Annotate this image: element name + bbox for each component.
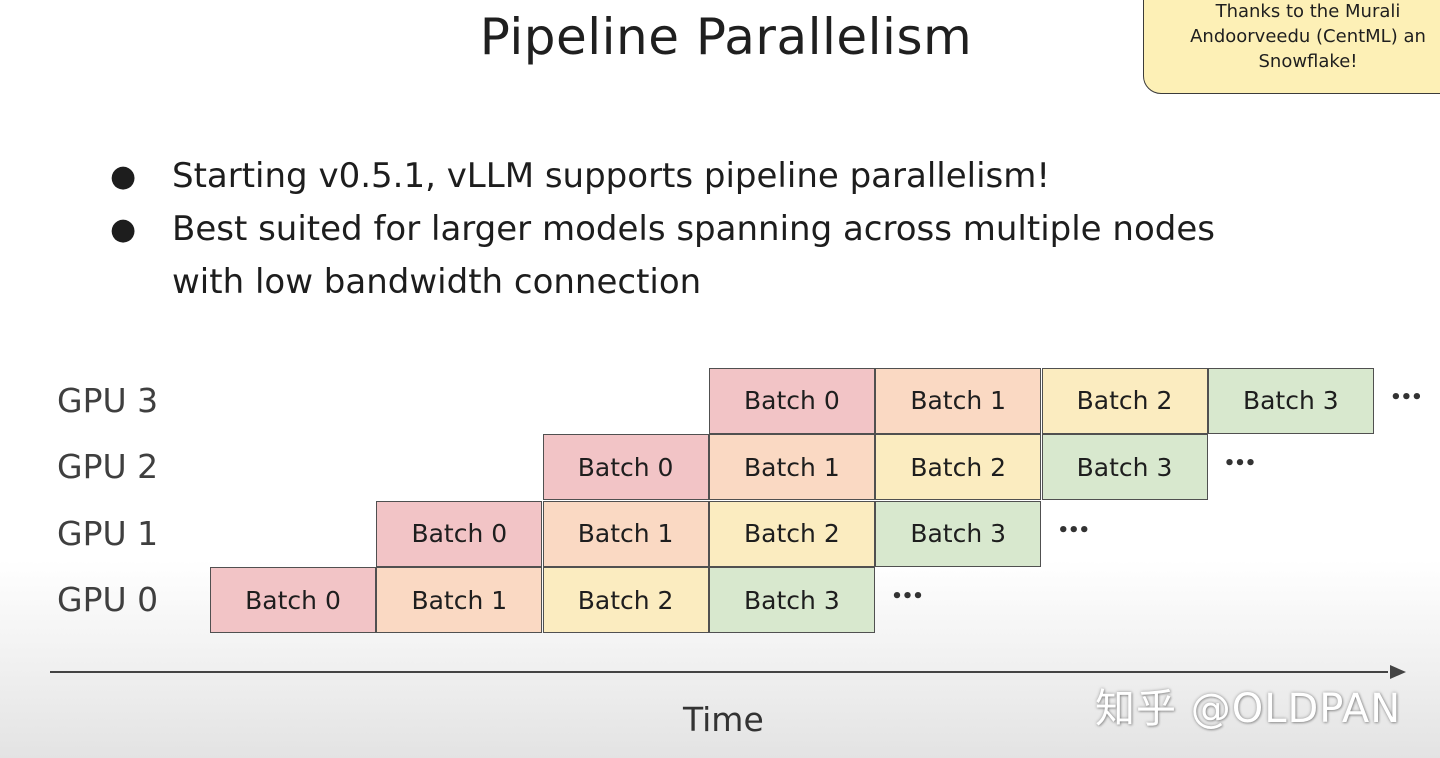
batch-cell: Batch 0 xyxy=(708,367,875,434)
batch-cell: Batch 0 xyxy=(376,500,543,567)
note-line: Snowflake! xyxy=(1258,51,1358,72)
bullet-text-line: with low bandwidth connection xyxy=(172,262,702,302)
bullet-list: ● Starting v0.5.1, vLLM supports pipelin… xyxy=(110,150,1215,309)
time-axis-arrow xyxy=(50,665,1406,679)
batch-cell: Batch 1 xyxy=(875,367,1042,434)
batch-cell: Batch 3 xyxy=(1041,434,1208,500)
continuation-ellipsis: ••• xyxy=(1390,386,1423,408)
batch-cell: Batch 0 xyxy=(210,567,376,633)
batch-cell: Batch 3 xyxy=(708,567,875,633)
watermark: 知乎 @OLDPAN xyxy=(1095,686,1402,732)
batch-cell: Batch 2 xyxy=(708,500,875,567)
slide-title: Pipeline Parallelism xyxy=(479,8,973,66)
gpu-label: GPU 1 xyxy=(57,513,159,553)
batch-cell: Batch 2 xyxy=(875,434,1042,500)
gpu-label: GPU 2 xyxy=(57,447,159,487)
note-line: Andoorveedu (CentML) an xyxy=(1190,26,1426,47)
bullet-item: ● Best suited for larger models spanning… xyxy=(110,203,1215,309)
continuation-ellipsis: ••• xyxy=(891,586,924,608)
note-line: Thanks to the Murali xyxy=(1215,1,1401,22)
gpu-label: GPU 3 xyxy=(57,380,159,420)
batch-cell: Batch 3 xyxy=(1207,367,1374,434)
batch-cell: Batch 0 xyxy=(542,434,709,500)
bullet-dot: ● xyxy=(110,212,137,247)
time-axis-label: Time xyxy=(683,700,764,739)
batch-cell: Batch 2 xyxy=(1041,367,1208,434)
bullet-text-line: Starting v0.5.1, vLLM supports pipeline … xyxy=(172,156,1050,196)
batch-cell: Batch 1 xyxy=(376,567,543,633)
batch-cell: Batch 2 xyxy=(542,567,709,633)
bullet-dot: ● xyxy=(110,159,137,194)
bullet-item: ● Starting v0.5.1, vLLM supports pipelin… xyxy=(110,150,1215,203)
continuation-ellipsis: ••• xyxy=(1057,519,1091,541)
batch-cell: Batch 1 xyxy=(542,500,709,567)
batch-cell: Batch 3 xyxy=(875,500,1042,567)
bullet-text-line: Best suited for larger models spanning a… xyxy=(172,209,1215,249)
thanks-note: Thanks to the Murali Andoorveedu (CentML… xyxy=(1143,0,1440,94)
batch-cell: Batch 1 xyxy=(708,434,875,500)
gpu-label: GPU 0 xyxy=(57,580,159,620)
continuation-ellipsis: ••• xyxy=(1223,453,1257,475)
